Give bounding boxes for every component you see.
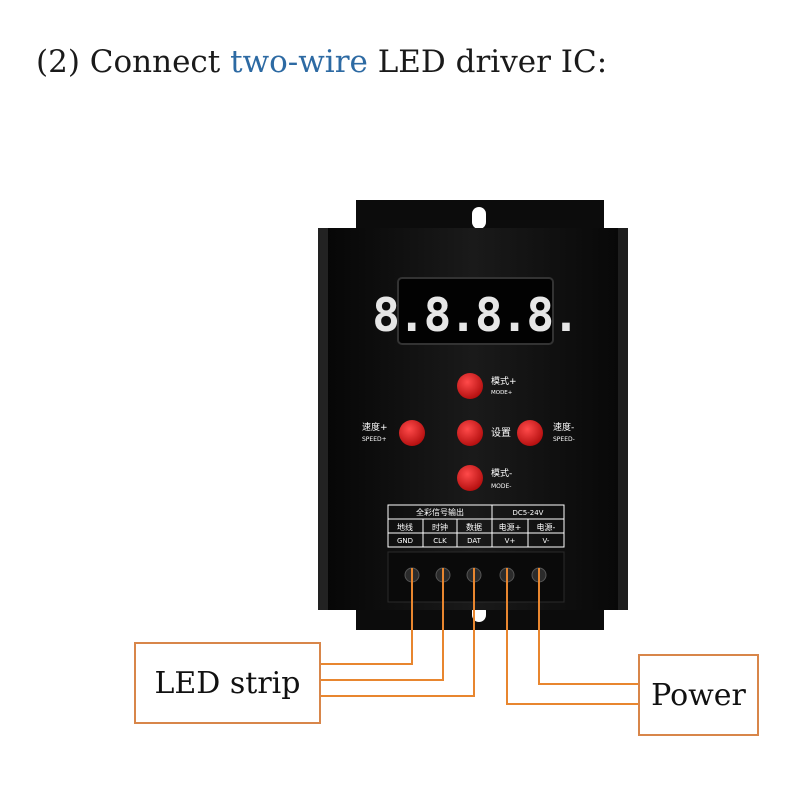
terminal-en-0: GND — [397, 537, 413, 545]
page-heading: (2) Connect two-wire LED driver IC: — [36, 44, 607, 80]
speed-minus-button[interactable] — [517, 420, 543, 446]
power-label: Power — [651, 677, 746, 713]
terminal-cn-2: 数据 — [466, 522, 482, 532]
wire-vplus — [506, 568, 640, 705]
settings-button[interactable] — [457, 420, 483, 446]
terminal-en-4: V- — [543, 537, 550, 545]
terminal-cn-4: 电源- — [537, 522, 556, 532]
terminal-cn-1: 时钟 — [432, 522, 448, 532]
heading-prefix: (2) Connect — [36, 44, 231, 80]
heading-suffix: LED driver IC: — [367, 44, 608, 80]
wire-gnd — [320, 568, 413, 665]
terminal-en-3: V+ — [505, 537, 516, 545]
terminal-label-table — [387, 504, 565, 548]
terminal-en-2: DAT — [467, 537, 482, 545]
mode-plus-button[interactable] — [457, 373, 483, 399]
terminal-cn-3: 电源+ — [499, 522, 522, 532]
speed-plus-label-en: SPEED+ — [362, 436, 387, 443]
wire-vminus — [538, 568, 640, 685]
top-mount-slot — [472, 207, 486, 229]
mode-minus-label-cn: 模式- — [491, 467, 512, 479]
body-edge-left — [318, 228, 328, 610]
terminal-header-left: 全彩信号输出 — [416, 507, 464, 517]
terminal-en-1: CLK — [433, 537, 447, 545]
connection-wires — [320, 568, 640, 705]
speed-plus-label-cn: 速度+ — [362, 421, 388, 433]
speed-minus-label-cn: 速度- — [553, 421, 574, 433]
heading-accent: two-wire — [230, 44, 368, 80]
power-box: Power — [638, 654, 759, 736]
terminal-cn-0: 地线 — [397, 522, 413, 532]
speed-plus-button[interactable] — [399, 420, 425, 446]
body-edge-right — [618, 228, 628, 610]
speed-minus-label-en: SPEED- — [553, 436, 575, 443]
mode-minus-button[interactable] — [457, 465, 483, 491]
settings-label-cn: 设置 — [491, 427, 511, 439]
mode-plus-label-cn: 模式+ — [491, 375, 517, 387]
wire-dat — [320, 568, 475, 697]
wire-clk — [320, 568, 444, 681]
mode-minus-label-en: MODE- — [491, 483, 511, 490]
mode-plus-label-en: MODE+ — [491, 390, 513, 396]
terminal-header-right: DC5-24V — [513, 509, 544, 517]
display-window — [397, 277, 554, 345]
segment-display: 8.8.8.8. — [372, 288, 578, 342]
led-strip-box: LED strip — [134, 642, 321, 724]
led-strip-label: LED strip — [154, 665, 301, 701]
